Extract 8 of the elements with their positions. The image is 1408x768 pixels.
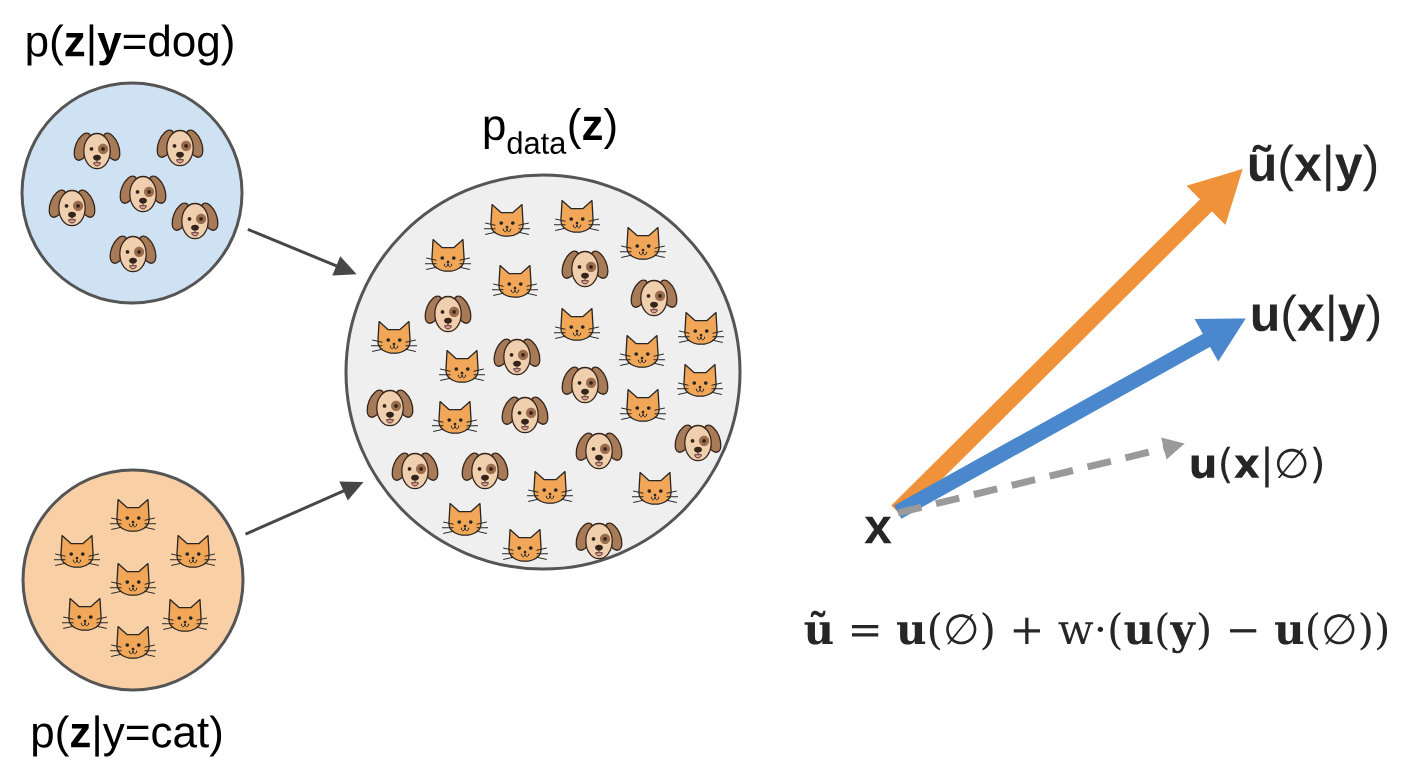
distribution-label: p$_{data}$(z) — [484, 108, 616, 154]
distribution-label: p(z|y=dog) — [27, 24, 233, 66]
vector-label: ũ(x|y) — [1249, 144, 1377, 192]
distribution-label: p(z|y=cat) — [33, 715, 222, 757]
vector-label: u(x|∅) — [1191, 446, 1323, 488]
formula: ũ = u(∅) + w·(u(y) − u(∅)) — [804, 610, 1388, 654]
vector-label: u(x|y) — [1252, 294, 1380, 342]
point-label: x — [864, 516, 892, 544]
